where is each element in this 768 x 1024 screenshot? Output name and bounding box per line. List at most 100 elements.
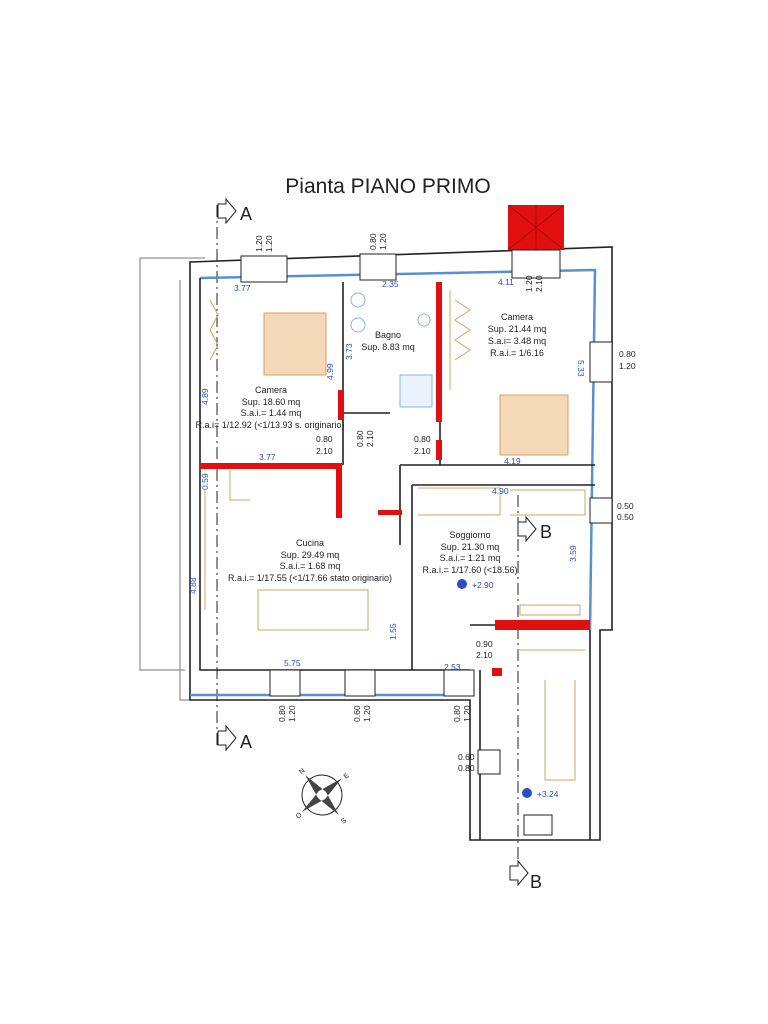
plan-label: 4.19 <box>504 456 521 466</box>
plan-label: +3.24 <box>537 789 559 799</box>
plan-label: 5.33 <box>576 360 586 377</box>
room-rai: R.a.i.= 1/6.16 <box>490 348 544 358</box>
room-name: Soggiorno <box>449 530 490 540</box>
bed-icon <box>499 394 569 456</box>
room-area: Sup. 21.30 mq <box>441 542 500 552</box>
dimensions: 3.77 2.35 4.11 5.33 4.89 4.99 3.73 3.77 … <box>188 277 586 672</box>
opening-labels: 1.20 1.20 0.80 1.20 1.20 2.10 0.80 1.20 … <box>254 233 636 773</box>
plan-label: 0.80 <box>277 705 287 722</box>
compass-rose-icon: N S E O <box>295 767 351 826</box>
plan-label: 4.99 <box>325 363 335 380</box>
plan-label: 0.80 <box>414 434 431 444</box>
plan-label: 2.10 <box>414 446 431 456</box>
room-name: Bagno <box>375 330 401 340</box>
room-sai: S.a.i.= 1.44 mq <box>241 408 302 418</box>
room-name: Cucina <box>296 538 324 548</box>
plan-label: O <box>295 811 304 820</box>
section-line-b: B B <box>509 495 552 892</box>
level-icon <box>457 579 467 589</box>
plan-label: 0.80 <box>368 233 378 250</box>
room-sai: S.a.i.= 1.68 mq <box>280 561 341 571</box>
level-marker-soggiorno: +2.90 <box>457 579 494 590</box>
plan-label: 1.20 <box>462 705 472 722</box>
plan-label: 2.53 <box>444 662 461 672</box>
plan-label: 3.73 <box>344 343 354 360</box>
plan-label: 1.20 <box>362 705 372 722</box>
section-arrow-icon <box>517 515 537 543</box>
room-camera-2: Camera Sup. 21.44 mq S.a.i= 3.48 mq R.a.… <box>488 312 547 358</box>
room-rai: R.a.i.= 1/17.55 (<1/17.66 stato originar… <box>228 573 392 583</box>
chimney <box>507 204 565 251</box>
room-name: Camera <box>501 312 533 322</box>
plan-label: 0.60 <box>458 752 475 762</box>
walls <box>189 204 613 841</box>
room-area: Sup. 18.60 mq <box>242 397 301 407</box>
furniture <box>204 290 586 781</box>
plan-label: 0.50 <box>617 512 634 522</box>
plan-label: 0.80 <box>316 434 333 444</box>
plan-label: 2.10 <box>534 275 544 292</box>
plan-label: N <box>298 767 306 776</box>
room-sai: S.a.i.= 1.21 mq <box>440 553 501 563</box>
plan-label: 1.20 <box>524 275 534 292</box>
section-arrow-icon <box>217 197 237 225</box>
bed-icon <box>263 312 327 376</box>
plan-label: 1.55 <box>388 623 398 640</box>
plan-label: 1.20 <box>264 235 274 252</box>
room-cucina: Cucina Sup. 29.49 mq S.a.i.= 1.68 mq R.a… <box>228 538 392 583</box>
room-camera-1: Camera Sup. 18.60 mq S.a.i.= 1.44 mq R.a… <box>195 385 344 430</box>
section-label-a-top: A <box>240 204 252 224</box>
plan-label: 0.90 <box>476 639 493 649</box>
plan-label: 4.90 <box>492 486 509 496</box>
section-label-a-bottom: A <box>240 732 252 752</box>
plan-label: 4.11 <box>498 277 514 287</box>
plan-title: Pianta PIANO PRIMO <box>285 175 490 198</box>
section-label-b-bottom: B <box>530 872 542 892</box>
plan-label: 3.77 <box>259 452 276 462</box>
section-line-a: A A <box>216 197 252 752</box>
bidet-icon <box>350 317 366 333</box>
room-sai: S.a.i= 3.48 mq <box>488 336 546 346</box>
room-rai: R.a.i= 1/12.92 (<1/13.93 s. originario) <box>195 420 344 430</box>
plan-label: 0.80 <box>458 763 475 773</box>
plan-label: 0.60 <box>352 705 362 722</box>
sink-icon <box>417 313 431 327</box>
plan-label: 2.10 <box>365 430 375 447</box>
shower-icon <box>399 374 433 408</box>
plan-label: 1.20 <box>378 233 388 250</box>
plan-label: 2.35 <box>382 279 399 289</box>
plan-label: 0.80 <box>355 430 365 447</box>
room-area: Sup. 21.44 mq <box>488 324 547 334</box>
section-arrow-icon <box>217 724 237 752</box>
room-bagno: Bagno Sup. 8.83 mq <box>361 330 415 352</box>
room-soggiorno: Soggiorno Sup. 21.30 mq S.a.i.= 1.21 mq … <box>422 530 517 575</box>
plan-label: 1.20 <box>287 705 297 722</box>
section-label-b-mid: B <box>540 522 552 542</box>
dining-table-icon <box>257 589 369 631</box>
section-arrow-icon <box>509 859 529 887</box>
plan-label: 3.77 <box>234 283 251 293</box>
room-area: Sup. 29.49 mq <box>281 550 340 560</box>
plan-label: 1.20 <box>254 235 264 252</box>
room-area: Sup. 8.83 mq <box>361 342 415 352</box>
plan-label: 0.80 <box>619 349 636 359</box>
plan-label: +2.90 <box>472 580 494 590</box>
plan-label: 1.20 <box>619 361 636 371</box>
plan-label: 4.88 <box>188 577 198 594</box>
plan-label: 0.50 <box>617 501 634 511</box>
level-icon <box>522 788 532 798</box>
level-marker-stair: +3.24 <box>522 788 559 799</box>
windows <box>240 249 613 836</box>
plan-label: 0.80 <box>452 705 462 722</box>
plan-label: E <box>343 772 351 781</box>
plan-label: S <box>340 817 348 826</box>
plan-label: 2.10 <box>316 446 333 456</box>
plan-label: 0.59 <box>200 473 210 490</box>
plan-label: 2.10 <box>476 650 493 660</box>
room-name: Camera <box>255 385 287 395</box>
plan-label: 3.59 <box>568 545 578 562</box>
toilet-icon <box>350 292 366 308</box>
adjacent-building <box>139 257 205 701</box>
plan-label: 5.75 <box>284 658 301 668</box>
